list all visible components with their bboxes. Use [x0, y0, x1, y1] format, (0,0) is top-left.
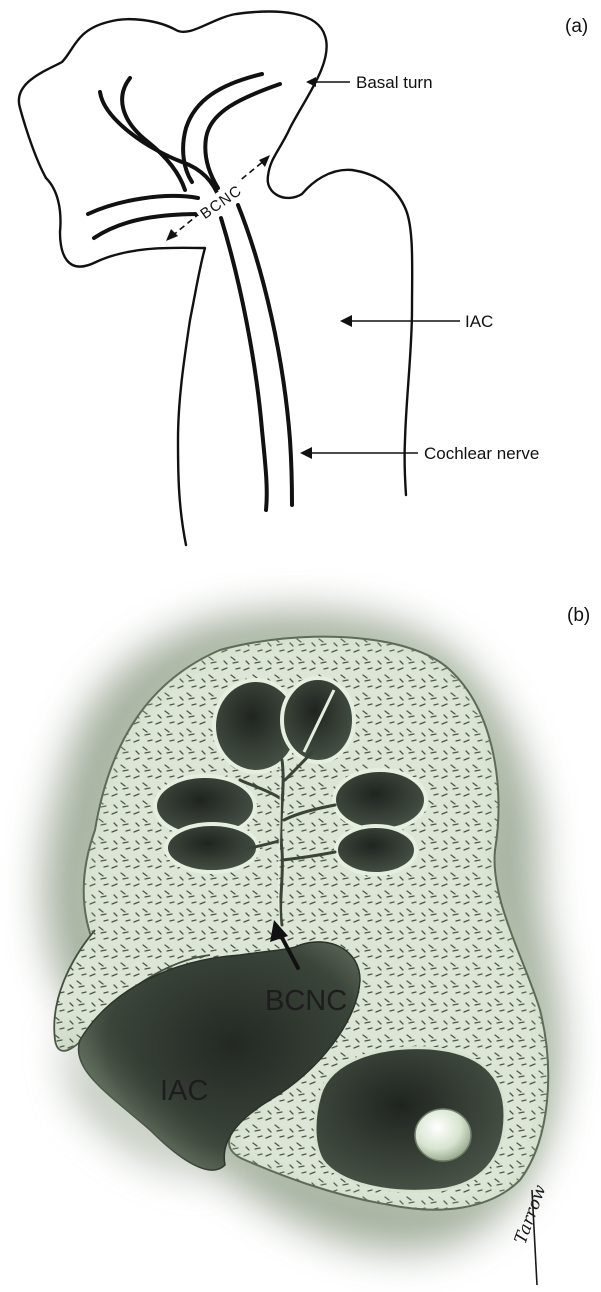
panel-b-label: (b) — [567, 605, 590, 626]
lower-canal — [315, 1048, 505, 1192]
bcnc-label-b: BCNC — [265, 985, 347, 1017]
nerve-bundle — [415, 1109, 471, 1161]
basal-turn-label: Basal turn — [356, 73, 433, 92]
panel-a: (a) BCNC Basal turn IAC Cochlear nerve — [19, 12, 588, 545]
panel-a-label: (a) — [565, 16, 588, 37]
iac-label-b: IAC — [160, 1075, 208, 1107]
lower-turn-curve-1 — [88, 196, 198, 214]
cochlear-nerve-label: Cochlear nerve — [424, 444, 539, 463]
bcnc-arrowhead-upper — [259, 155, 270, 167]
panel-b: (b) BCNC IAC T — [43, 605, 591, 1285]
chamber-right-upper — [334, 770, 426, 830]
chamber-right-lower — [336, 826, 416, 874]
iac-label-a: IAC — [465, 312, 493, 331]
cochlear-nerve-arrowhead — [300, 447, 312, 459]
basal-turn-curve-1 — [100, 92, 220, 200]
iac-arrowhead — [340, 315, 352, 327]
basal-turn-arrowhead — [306, 77, 316, 87]
cochlear-nerve-line-left — [221, 218, 267, 510]
bcnc-arrowhead-lower — [166, 229, 178, 241]
